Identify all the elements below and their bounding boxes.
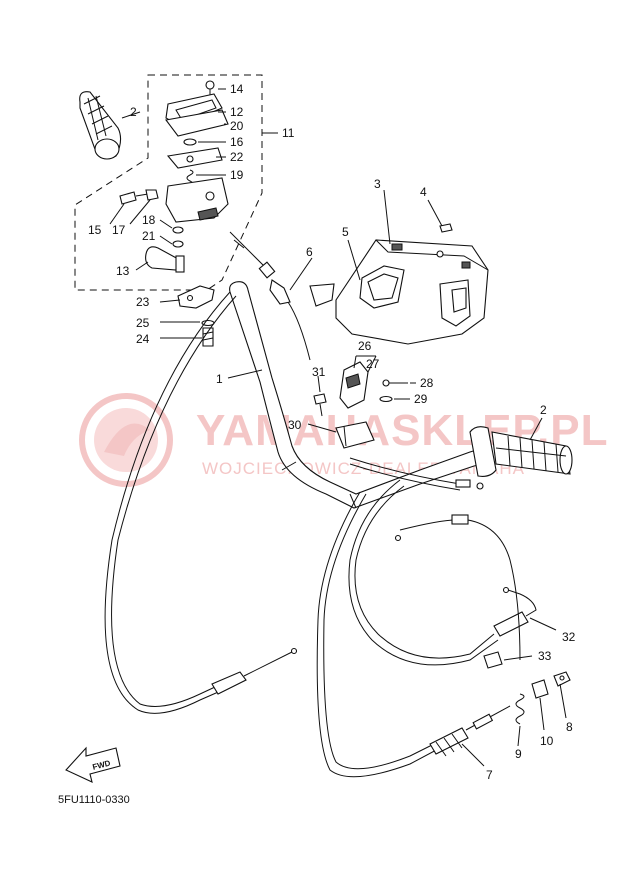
callout-18: 18 — [142, 213, 156, 227]
cover-clip — [439, 223, 453, 233]
left-switch-assembly — [119, 80, 229, 347]
diagram-code: 5FU1110-0330 — [58, 794, 130, 806]
callout-9: 9 — [515, 747, 522, 761]
callout-2-left: 2 — [130, 105, 137, 119]
callout-1: 1 — [216, 372, 223, 386]
callout-30: 30 — [288, 418, 302, 432]
callout-17: 17 — [112, 223, 126, 237]
callout-32: 32 — [562, 630, 576, 644]
callout-19: 19 — [230, 168, 244, 182]
handlebar — [229, 281, 493, 509]
right-grip — [469, 426, 573, 477]
fwd-label: FWD — [92, 759, 112, 772]
callout-21: 21 — [142, 229, 156, 243]
callout-14: 14 — [230, 82, 244, 96]
callout-33: 33 — [538, 649, 552, 663]
callout-3: 3 — [374, 177, 381, 191]
callout-28: 28 — [420, 376, 434, 390]
callout-2-right: 2 — [540, 403, 547, 417]
callout-16: 16 — [230, 135, 244, 149]
callout-8: 8 — [566, 720, 573, 734]
leader-lines — [109, 88, 567, 767]
callout-5: 5 — [342, 225, 349, 239]
fwd-arrow-icon: FWD — [65, 746, 121, 783]
callout-4: 4 — [420, 185, 427, 199]
callout-27: 27 — [366, 357, 380, 371]
callout-31: 31 — [312, 365, 326, 379]
callout-11: 11 — [282, 126, 295, 140]
callout-15: 15 — [88, 223, 102, 237]
throttle-cable-end — [229, 231, 311, 361]
emblem-plate — [309, 283, 335, 307]
callout-10: 10 — [540, 734, 554, 748]
callout-13: 13 — [116, 264, 130, 278]
callout-7: 7 — [486, 768, 493, 782]
right-switch-assembly — [313, 355, 408, 449]
watermark-logo-icon — [79, 393, 173, 487]
callout-26: 26 — [358, 339, 372, 353]
callout-24: 24 — [136, 332, 150, 346]
callout-6: 6 — [306, 245, 313, 259]
callout-12: 12 — [230, 105, 244, 119]
callout-22: 22 — [230, 150, 244, 164]
left-grip — [79, 91, 122, 160]
callout-29: 29 — [414, 392, 428, 406]
callout-25: 25 — [136, 316, 150, 330]
handlebar-cover — [335, 239, 489, 345]
callouts: 2 14 12 20 11 16 22 19 15 17 18 21 13 23… — [88, 82, 576, 782]
callout-20: 20 — [230, 119, 244, 133]
callout-23: 23 — [136, 295, 150, 309]
cables — [104, 291, 571, 778]
